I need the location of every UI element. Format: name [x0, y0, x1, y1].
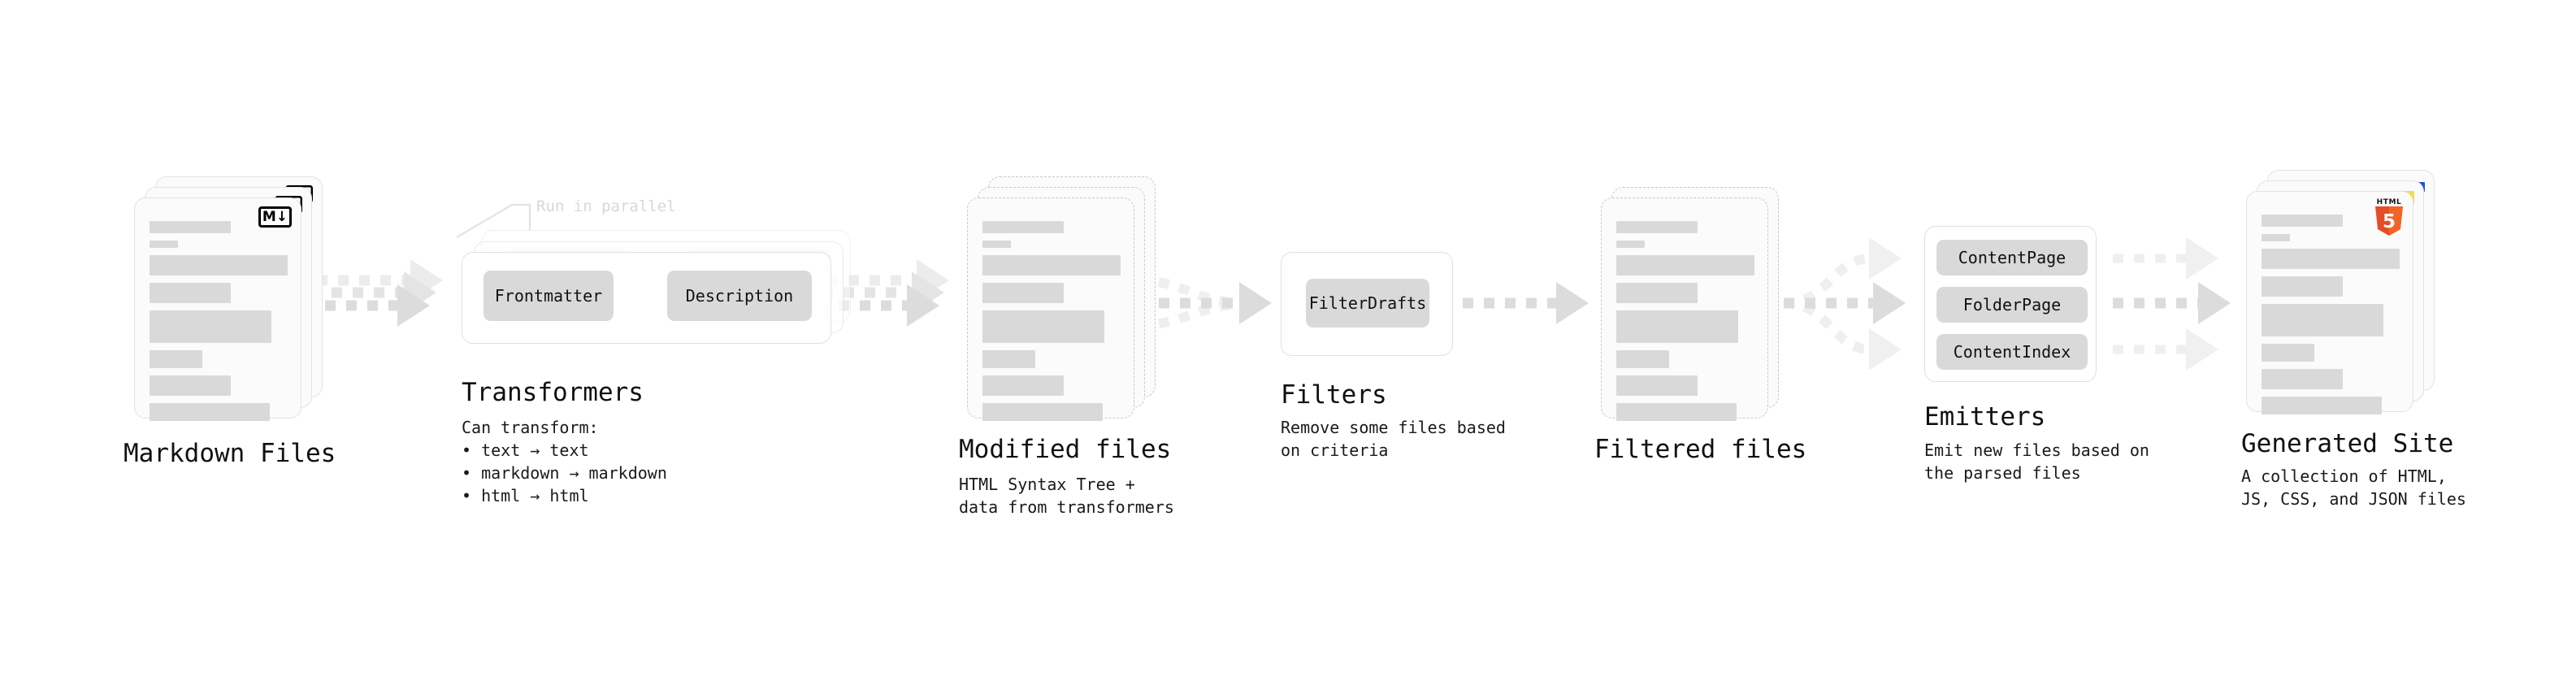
emitter-chip-folderpage[interactable]: FolderPage [1936, 287, 2088, 323]
arrow-filtered-to-emitters [1783, 237, 1906, 371]
emitters-box[interactable]: ContentPage FolderPage ContentIndex [1924, 226, 2097, 382]
filters-desc: Remove some files based on criteria [1281, 418, 1506, 460]
transformers-desc: Can transform: • text → text • markdown … [462, 418, 667, 505]
transformer-chip-description[interactable]: Description [667, 271, 812, 321]
filters-box[interactable]: FilterDrafts [1281, 252, 1453, 356]
emitter-chip-contentindex[interactable]: ContentIndex [1936, 334, 2088, 370]
arrow-modified-to-filters [1137, 275, 1272, 330]
markdown-icon: M↓ [258, 206, 292, 228]
doc-placeholder-bars [982, 221, 1121, 428]
generated-site-title: Generated Site [2241, 429, 2454, 458]
modified-files-desc: HTML Syntax Tree + data from transformer… [959, 475, 1174, 517]
modified-files-title: Modified files [959, 435, 1172, 464]
markdown-files-title: Markdown Files [124, 439, 336, 468]
markdown-file-card[interactable]: M↓ [134, 197, 301, 421]
emitters-title: Emitters [1924, 402, 2046, 432]
html5-wordmark: HTML [2376, 198, 2402, 206]
doc-placeholder-bars [150, 221, 288, 428]
transformers-title: Transformers [462, 378, 644, 407]
transformer-chip-frontmatter[interactable]: Frontmatter [484, 271, 614, 321]
filters-title: Filters [1281, 380, 1387, 410]
modified-file-card[interactable] [967, 197, 1134, 421]
html5-icon: HTML 5 [2375, 198, 2403, 236]
generated-file-card-html[interactable]: HTML 5 [2246, 191, 2413, 414]
doc-placeholder-bars [1616, 221, 1754, 428]
doc-placeholder-bars [2262, 215, 2400, 422]
emitter-chip-contentpage[interactable]: ContentPage [1936, 240, 2088, 275]
run-in-parallel-label: Run in parallel [536, 197, 676, 215]
filtered-files-title: Filtered files [1594, 435, 1807, 464]
arrow-markdown-to-transformers [304, 259, 443, 327]
html5-number: 5 [2382, 211, 2396, 232]
html5-shield: 5 [2375, 206, 2403, 236]
emitters-desc: Emit new files based on the parsed files [1924, 440, 2149, 483]
generated-site-desc: A collection of HTML, JS, CSS, and JSON … [2241, 466, 2466, 509]
arrow-emitters-to-site [2113, 237, 2231, 371]
filter-chip-filterdrafts[interactable]: FilterDrafts [1306, 279, 1429, 327]
filtered-file-card[interactable] [1601, 197, 1768, 421]
arrow-filters-to-filtered [1463, 282, 1589, 324]
transformers-box[interactable]: Frontmatter Description [462, 252, 831, 344]
